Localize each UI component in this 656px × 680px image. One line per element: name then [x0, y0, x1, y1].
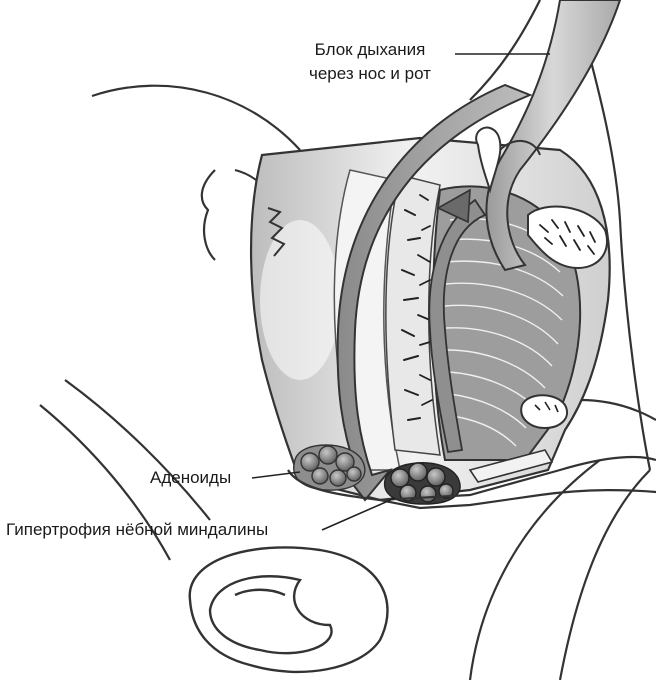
tonsil-hypertrophy-label: Гипертрофия нёбной миндалины	[6, 518, 268, 542]
breath-block-label: Блок дыхания через нос и рот	[290, 38, 450, 86]
leader-tonsil	[322, 498, 395, 530]
adenoids-label: Аденоиды	[150, 466, 231, 490]
ear-shape	[190, 547, 388, 671]
breath-block-line1: Блок дыхания	[290, 38, 450, 62]
breath-block-line2: через нос и рот	[290, 62, 450, 86]
